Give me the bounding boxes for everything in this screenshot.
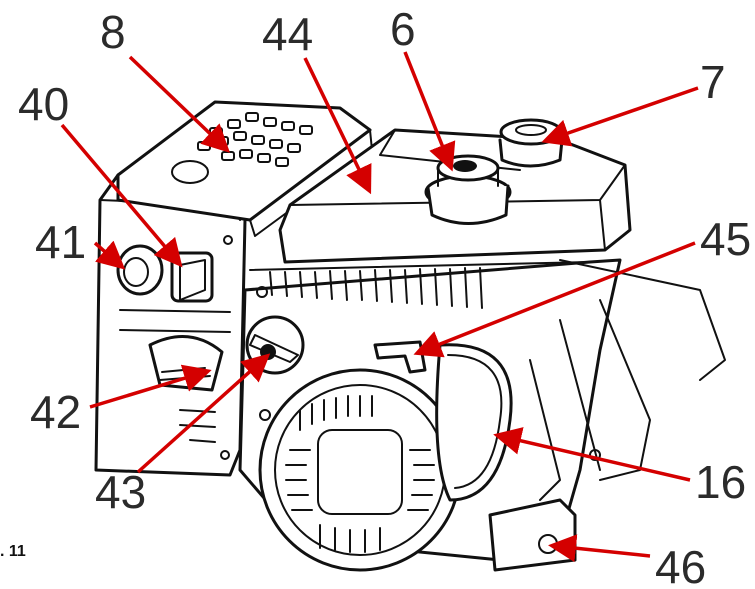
figure-label: . 11 xyxy=(0,543,26,560)
arrow-6 xyxy=(403,51,456,172)
arrow-7 xyxy=(541,86,699,147)
starter-handle xyxy=(435,343,513,502)
arrow-8 xyxy=(128,55,231,153)
arrow-16 xyxy=(493,427,691,482)
arrow-40 xyxy=(60,123,183,268)
oil-cap xyxy=(498,118,564,168)
callout-8: 8 xyxy=(100,6,126,58)
callout-41: 41 xyxy=(35,216,86,268)
arrow-42 xyxy=(89,364,212,409)
callout-45: 45 xyxy=(700,213,751,265)
callout-6: 6 xyxy=(390,3,416,55)
engine-body xyxy=(94,100,726,572)
callout-44: 44 xyxy=(262,8,313,60)
fuel-cap xyxy=(424,154,512,225)
callout-16: 16 xyxy=(695,456,746,508)
arrow-45 xyxy=(413,241,696,358)
callout-42: 42 xyxy=(30,386,81,438)
callout-40: 40 xyxy=(18,78,69,130)
arrow-44 xyxy=(303,57,372,195)
callout-7: 7 xyxy=(700,56,726,108)
recoil-starter xyxy=(258,368,462,572)
arrow-46 xyxy=(548,534,651,563)
arrow-41 xyxy=(93,240,126,270)
callout-labels: 8 44 6 7 40 41 45 42 16 43 46 xyxy=(18,3,751,589)
callout-46: 46 xyxy=(655,541,706,589)
callout-arrows xyxy=(60,51,699,563)
callout-43: 43 xyxy=(95,466,146,518)
arrow-43 xyxy=(136,353,271,474)
